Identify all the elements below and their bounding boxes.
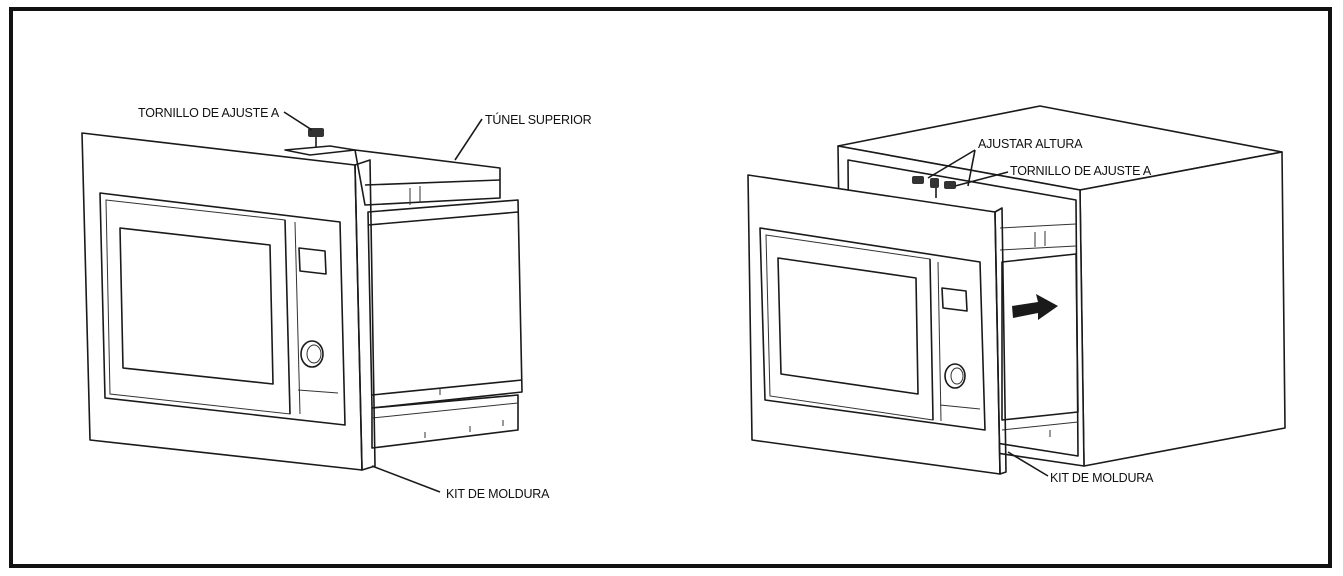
leader-tunel <box>454 118 483 161</box>
leader-kit-left <box>371 465 441 493</box>
label-tornillo-right: TORNILLO DE AJUSTE A <box>1010 164 1152 178</box>
left-microwave-body <box>354 149 523 449</box>
left-trim-frame <box>81 132 376 471</box>
leader-ajustar-2 <box>967 149 976 187</box>
label-kit-right: KIT DE MOLDURA <box>1050 471 1154 485</box>
push-arrow-icon <box>1012 294 1058 320</box>
right-adjust-screw-icon <box>912 176 956 198</box>
label-tornillo-left: TORNILLO DE AJUSTE A <box>138 106 280 120</box>
leader-kit-right <box>1007 451 1049 477</box>
right-figure: AJUSTAR ALTURA TORNILLO DE AJUSTE A KIT … <box>747 105 1286 485</box>
label-kit-left: KIT DE MOLDURA <box>446 487 550 501</box>
leader-tornillo-right <box>954 171 1009 187</box>
leader-ajustar-1 <box>927 149 976 179</box>
label-ajustar-altura: AJUSTAR ALTURA <box>978 137 1083 151</box>
right-trim-frame <box>747 174 1007 475</box>
left-figure: TORNILLO DE AJUSTE A TÚNEL SUPERIOR KIT … <box>81 106 592 501</box>
label-tunel-superior: TÚNEL SUPERIOR <box>485 112 592 127</box>
left-adjust-screw-icon <box>284 128 356 156</box>
leader-tornillo-left <box>283 111 313 131</box>
